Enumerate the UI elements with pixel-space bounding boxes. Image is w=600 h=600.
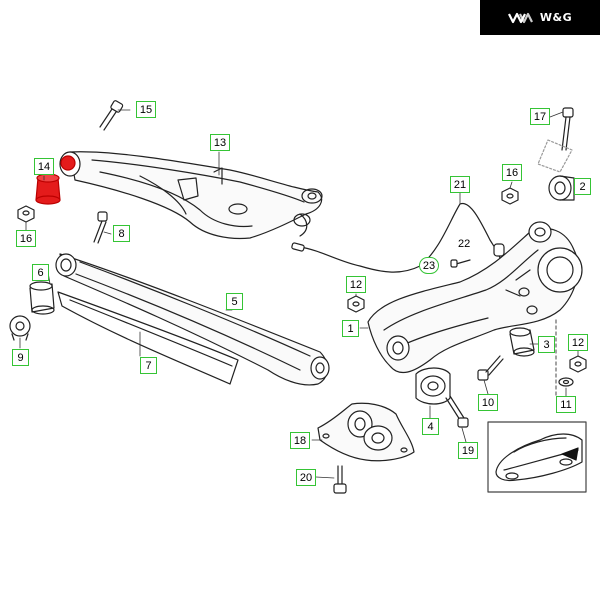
bolt-10 (477, 355, 504, 381)
callout-20[interactable]: 20 (296, 469, 316, 486)
brand-logo: W&G (480, 0, 600, 35)
callout-12-right[interactable]: 12 (568, 334, 588, 351)
callout-9[interactable]: 9 (12, 349, 29, 366)
bolt-17 (537, 107, 574, 173)
callout-4[interactable]: 4 (422, 418, 439, 435)
nut-16-left (17, 205, 35, 223)
callout-14[interactable]: 14 (34, 158, 54, 175)
callout-16-left[interactable]: 16 (16, 230, 36, 247)
callout-23[interactable]: 23 (419, 257, 439, 274)
callout-1[interactable]: 1 (342, 320, 359, 337)
callout-10[interactable]: 10 (478, 394, 498, 411)
callout-13[interactable]: 13 (210, 134, 230, 151)
callout-17[interactable]: 17 (530, 108, 550, 125)
highlighted-bushing-14 (35, 155, 76, 205)
bolt-15 (99, 100, 124, 131)
bushing-2 (548, 175, 575, 201)
brand-name: W&G (539, 11, 573, 24)
cover-plate-7 (57, 291, 239, 385)
mount-bracket-18 (317, 402, 415, 462)
vehicle-location-inset (487, 421, 587, 493)
callout-15[interactable]: 15 (136, 101, 156, 118)
callout-22[interactable]: 22 (458, 238, 471, 250)
sensor-cable-21 (291, 202, 505, 273)
callout-21[interactable]: 21 (450, 176, 470, 193)
nut-16-right (501, 187, 519, 205)
callout-6[interactable]: 6 (32, 264, 49, 281)
callout-11[interactable]: 11 (556, 396, 576, 413)
ww-chevron-logo-icon (507, 12, 533, 23)
bolt-22 (450, 259, 471, 268)
callout-18[interactable]: 18 (290, 432, 310, 449)
lower-control-arm (55, 253, 330, 386)
callout-5[interactable]: 5 (226, 293, 243, 310)
callout-19[interactable]: 19 (458, 442, 478, 459)
bushing-6 (29, 281, 55, 315)
callout-2[interactable]: 2 (574, 178, 591, 195)
bushing-9 (9, 315, 31, 341)
nut-12-right (569, 355, 587, 373)
callout-3[interactable]: 3 (538, 336, 555, 353)
wheel-carrier-1 (367, 221, 583, 374)
callout-16-right[interactable]: 16 (502, 164, 522, 181)
callout-8[interactable]: 8 (113, 225, 130, 242)
washer-11 (555, 319, 574, 397)
callout-12-left[interactable]: 12 (346, 276, 366, 293)
bolt-20 (333, 465, 347, 494)
bushing-4 (415, 367, 451, 405)
callout-7[interactable]: 7 (140, 357, 157, 374)
nut-12-left (347, 295, 365, 313)
bolt-8 (93, 211, 108, 244)
bolt-19 (445, 395, 469, 428)
bushing-3 (509, 327, 535, 357)
upper-control-arm (59, 151, 323, 240)
